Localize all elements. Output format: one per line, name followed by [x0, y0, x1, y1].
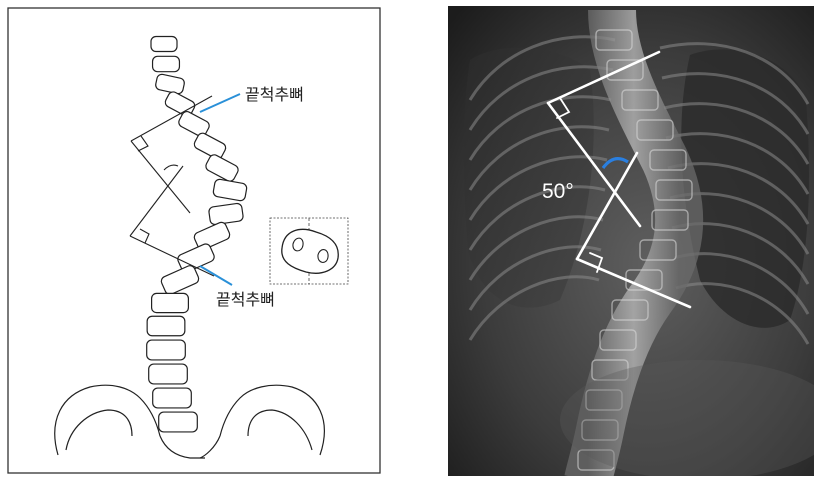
- vertebra: [159, 412, 198, 432]
- upper-end-vertebra-label: 끝척추뼈: [245, 85, 304, 104]
- vertebra: [147, 340, 186, 360]
- vertebra: [208, 203, 243, 225]
- vertebra-axial-inset: [270, 218, 348, 284]
- vertebra: [149, 364, 188, 384]
- vertebra: [152, 293, 189, 312]
- vertebra: [147, 316, 185, 336]
- vertebra: [151, 37, 177, 52]
- cobb-angle-value: 50°: [542, 180, 574, 203]
- vertebra: [153, 56, 180, 71]
- lower-end-vertebra-label: 끝척추뼈: [216, 290, 275, 309]
- xray-panel: 50°: [448, 6, 814, 480]
- cobb-diagram-panel: 끝척추뼈 끝척추뼈: [8, 8, 380, 473]
- vertebra: [153, 388, 192, 408]
